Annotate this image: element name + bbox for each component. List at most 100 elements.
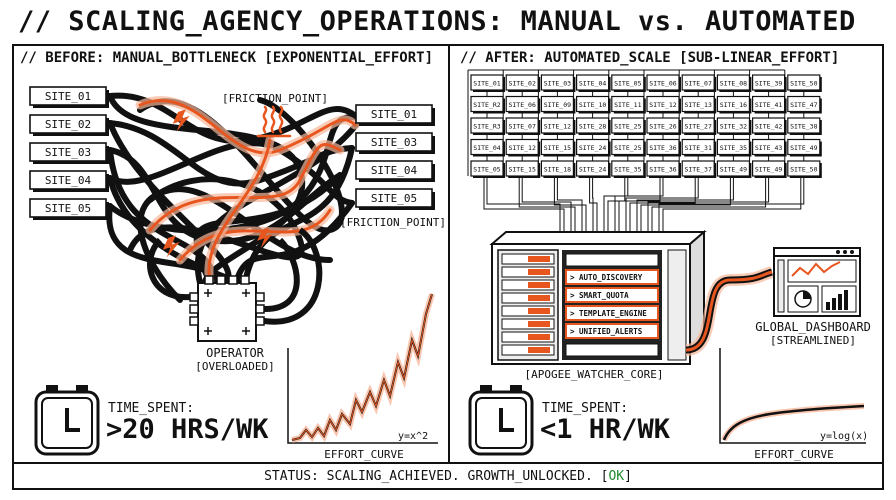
site-label: SITE_04 <box>579 80 606 88</box>
grid-site: SITE_32 <box>716 117 752 140</box>
friction-cable <box>148 142 342 232</box>
site-label: SITE_03 <box>45 146 91 159</box>
operator-state-label: [OVERLOADED] <box>195 360 275 373</box>
wire <box>618 176 661 232</box>
wire <box>556 176 583 232</box>
site-label: SITE_15 <box>508 166 535 174</box>
site-label: SITE_04 <box>371 164 418 177</box>
clock-inner <box>41 397 93 449</box>
server-top <box>489 231 707 245</box>
chart-axis <box>719 348 866 444</box>
grid-site: SITE_13 <box>681 95 717 118</box>
after-time-value: <1 HR/WK <box>540 414 671 445</box>
site-label: SITE_13 <box>684 101 711 109</box>
site-label: SITE_36 <box>649 144 676 152</box>
cable <box>147 237 191 301</box>
grid-site: SITE_01 <box>470 74 505 97</box>
grid-site: SITE_09 <box>540 95 576 118</box>
friction-glow <box>204 135 275 288</box>
site-box <box>29 170 107 190</box>
window-dot <box>843 250 847 254</box>
port <box>216 275 226 285</box>
module-slot <box>565 343 659 357</box>
dashboard-state-label: [STREAMLINED] <box>769 334 857 347</box>
wire <box>614 176 664 232</box>
bar <box>838 294 842 310</box>
after-curve-formula: y=log(x) <box>820 431 869 442</box>
site-label: SITE_12 <box>508 144 535 152</box>
grid-site: SITE_03 <box>540 74 576 97</box>
dashboard-label: GLOBAL_DASHBOARD <box>755 320 871 334</box>
pie-slice <box>803 291 811 299</box>
grid-site: SITE_02 <box>505 74 541 97</box>
after-time-label: TIME_SPENT: <box>542 401 629 416</box>
module-label: > UNIFIED_ALERTS <box>570 327 643 336</box>
friction-point-right-label: [FRICTION_POINT] <box>340 216 446 229</box>
grid-site: SITE_12 <box>646 95 681 118</box>
trend-line <box>791 261 841 277</box>
before-time-label: TIME_SPENT: <box>108 401 195 416</box>
site-label: SITE_06 <box>508 101 535 109</box>
tangled-cables <box>106 92 363 303</box>
spark-icon <box>172 109 190 132</box>
module-label: > AUTO_DISCOVERY <box>570 273 643 282</box>
grid-site: SITE_05 <box>470 160 505 178</box>
drive-led <box>528 334 550 340</box>
drive-led <box>528 321 550 327</box>
grid-site: SITE_12 <box>540 117 576 140</box>
grid-site: SITE_43 <box>751 138 787 161</box>
site-label: SITE_09 <box>544 101 571 109</box>
grid-site: SITE_24 <box>575 160 611 178</box>
site-label: SITE_07 <box>508 123 535 131</box>
dashboard-titlebar <box>773 247 861 257</box>
site-label: SITE_36 <box>649 166 676 174</box>
site-label: SITE_04 <box>45 174 92 187</box>
right-site-1: SITE_01 <box>355 104 435 126</box>
port <box>255 304 265 314</box>
site-label: SITE_01 <box>473 80 500 88</box>
clock-icon <box>468 385 534 456</box>
site-label: SITE_49 <box>755 166 782 174</box>
grid-site: SITE_05 <box>611 74 646 97</box>
heat-wave <box>262 105 268 134</box>
wire <box>625 176 699 232</box>
operator-body <box>197 282 257 342</box>
site-label: SITE_47 <box>790 101 817 109</box>
curve-glow <box>291 293 435 443</box>
site-label: SITE_02 <box>508 80 535 88</box>
module-slot <box>565 269 659 285</box>
site-label: SITE_07 <box>684 80 711 88</box>
site-label: SITE_42 <box>755 123 782 131</box>
site-label: SITE_15 <box>544 144 571 152</box>
wire <box>658 176 805 232</box>
watcher-core-servers: > AUTO_DISCOVERY> SMART_QUOTA> TEMPLATE_… <box>489 229 707 365</box>
grid-site: SITE_10 <box>575 95 611 118</box>
site-label: SITE_16 <box>720 101 747 109</box>
site-box <box>29 86 107 106</box>
module-slot <box>565 323 659 339</box>
site-label: SITE_31 <box>684 144 711 152</box>
before-curve-formula: y=x^2 <box>398 431 429 442</box>
wire <box>647 176 770 232</box>
spark-icon <box>257 227 273 248</box>
before-effort-chart <box>287 293 438 444</box>
window-dot <box>836 250 840 254</box>
left-site-2: SITE_02 <box>29 114 109 136</box>
left-site-1: SITE_01 <box>29 86 109 108</box>
grid-site: SITE_49 <box>751 160 787 178</box>
cable <box>127 176 305 261</box>
site-label: SITE_43 <box>755 144 782 152</box>
site-label: SITE_35 <box>614 166 641 174</box>
grid-site: SITE_50 <box>787 160 822 178</box>
site-label: SITE_38 <box>790 123 817 131</box>
drive-led <box>528 308 550 314</box>
site-label: SITE_32 <box>720 123 747 131</box>
cable <box>263 237 300 313</box>
operator-mark <box>242 289 250 297</box>
grid-site: SITE_41 <box>751 95 787 118</box>
operator-mark <box>204 327 212 335</box>
site-label: SITE_41 <box>755 101 782 109</box>
grid-site: SITE_28 <box>575 117 611 140</box>
clock-bell <box>510 385 522 392</box>
site-label: SITE_28 <box>579 123 606 131</box>
